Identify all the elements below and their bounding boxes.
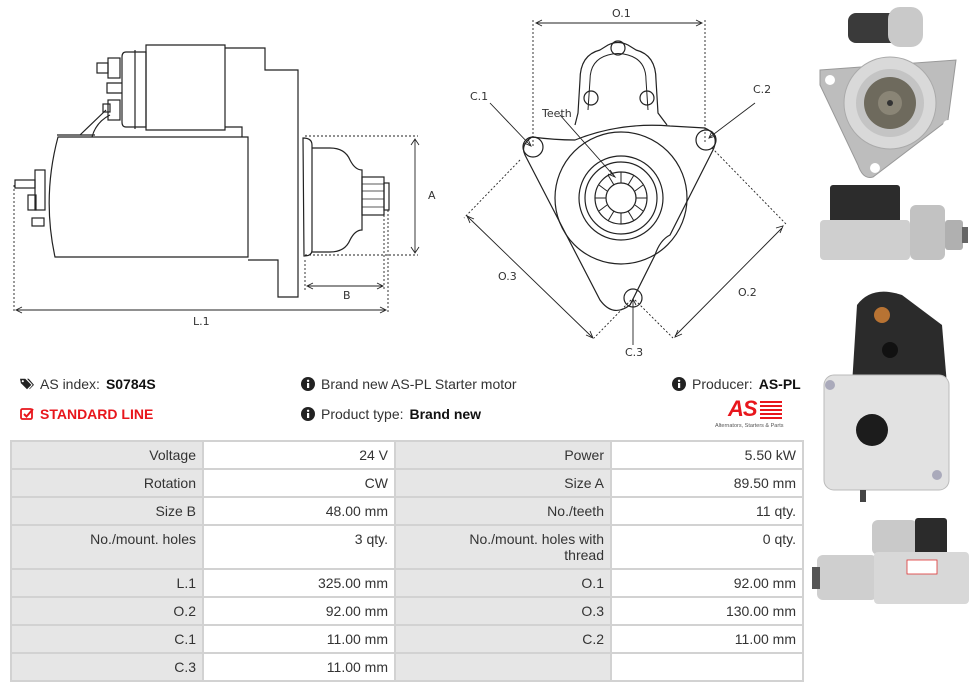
spec-key: Size B: [10, 496, 204, 526]
spec-value: 325.00 mm: [202, 568, 396, 598]
logo-text: AS: [728, 396, 758, 421]
spec-key: No./mount. holes with thread: [394, 524, 612, 570]
label-c2: C.2: [753, 83, 771, 96]
label-l1: L.1: [193, 315, 210, 328]
label-teeth: Teeth: [541, 107, 572, 120]
spec-key: O.3: [394, 596, 612, 626]
spec-value: 92.00 mm: [202, 596, 396, 626]
spec-value: 11.00 mm: [202, 624, 396, 654]
side-view-photo: [820, 185, 968, 260]
standard-line-badge: STANDARD LINE: [20, 406, 153, 422]
label-b: B: [343, 289, 351, 302]
spec-value: 11.00 mm: [610, 624, 804, 654]
label-o2: O.2: [738, 286, 757, 299]
front-view-photo: [819, 7, 957, 178]
label-a: A: [428, 189, 436, 202]
spec-key: Voltage: [10, 440, 204, 470]
side-view-diagram: A B L.1: [13, 44, 436, 328]
info-icon: [301, 377, 315, 391]
standard-line-label: STANDARD LINE: [40, 406, 154, 422]
spec-key: C.2: [394, 624, 612, 654]
rear-view-photo: [823, 291, 950, 502]
info-icon: [672, 377, 686, 391]
spec-key: Size A: [394, 468, 612, 498]
spec-value: 130.00 mm: [610, 596, 804, 626]
label-c3: C.3: [625, 346, 643, 359]
logo-tagline: Alternators, Starters & Parts: [715, 423, 784, 429]
spec-value: 24 V: [202, 440, 396, 470]
checkbox-checked-icon: [20, 407, 34, 421]
spec-key: O.2: [10, 596, 204, 626]
spec-value: [610, 652, 804, 682]
spec-key: L.1: [10, 568, 204, 598]
spec-key: [394, 652, 612, 682]
spec-key: Rotation: [10, 468, 204, 498]
spec-value: 11 qty.: [610, 496, 804, 526]
spec-value: 5.50 kW: [610, 440, 804, 470]
spec-key: No./teeth: [394, 496, 612, 526]
spec-key: C.3: [10, 652, 204, 682]
spec-key: O.1: [394, 568, 612, 598]
as-pl-logo: AS Alternators, Starters & Parts: [712, 398, 792, 432]
label-o1: O.1: [612, 7, 631, 20]
logo-stripes: [760, 401, 782, 419]
spec-value: 89.50 mm: [610, 468, 804, 498]
front-view-diagram: O.1 C.1 C.2 Teeth O.3 O.2 C.3: [463, 7, 787, 359]
spec-key: C.1: [10, 624, 204, 654]
producer-label: Producer:: [692, 376, 753, 392]
spec-value: 3 qty.: [202, 524, 396, 570]
as-index-value: S0784S: [105, 376, 156, 392]
producer: Producer: AS-PL: [672, 376, 801, 392]
spec-value: 92.00 mm: [610, 568, 804, 598]
info-icon: [301, 407, 315, 421]
side-view-photo-2: [812, 518, 969, 604]
as-index-label: AS index:: [40, 376, 100, 392]
spec-key: Power: [394, 440, 612, 470]
as-index: AS index: S0784S: [20, 376, 156, 392]
spec-value: CW: [202, 468, 396, 498]
label-o3: O.3: [498, 270, 517, 283]
product-type-label: Product type:: [321, 406, 404, 422]
spec-value: 11.00 mm: [202, 652, 396, 682]
label-c1: C.1: [470, 90, 488, 103]
spec-value: 0 qty.: [610, 524, 804, 570]
product-type-value: Brand new: [409, 406, 482, 422]
description-text: Brand new AS-PL Starter motor: [321, 376, 517, 392]
spec-key: No./mount. holes: [10, 524, 204, 570]
product-type: Product type: Brand new: [301, 406, 481, 422]
tags-icon: [20, 377, 34, 391]
spec-value: 48.00 mm: [202, 496, 396, 526]
producer-value: AS-PL: [758, 376, 801, 392]
product-description: Brand new AS-PL Starter motor: [301, 376, 517, 392]
